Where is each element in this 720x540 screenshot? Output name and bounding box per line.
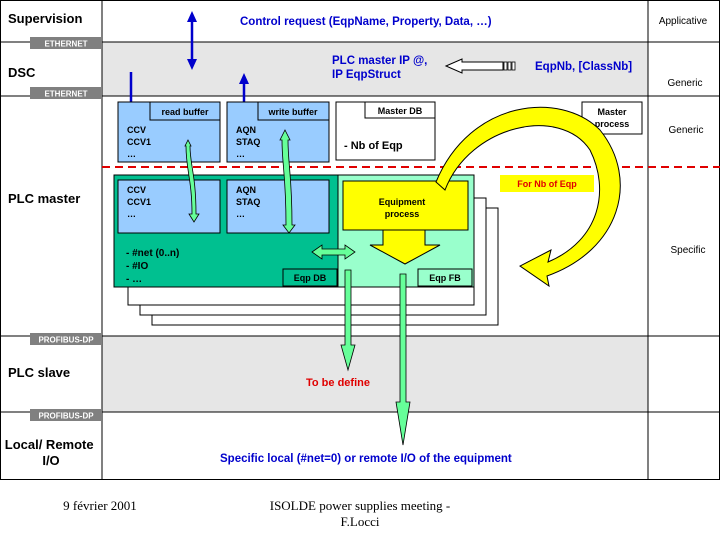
eqpnb-arrow [444,58,516,74]
band-plc-slave [102,336,648,412]
plc-master-ip-text: PLC master IP @, [332,55,427,67]
svg-text:read buffer: read buffer [161,107,209,117]
eqp-write-buffer: AQN STAQ … [226,179,330,234]
bus-profibus-bottom: PROFIBUS-DP [30,409,102,421]
svg-text:- #net (0..n): - #net (0..n) [126,248,179,259]
svg-text:Equipment: Equipment [379,197,426,207]
svg-text:For Nb of Eqp: For Nb of Eqp [517,179,577,189]
layer-plc-master: PLC master [8,191,80,206]
svg-text:- …: - … [126,274,142,285]
bus-ethernet-bottom: ETHERNET [30,87,102,99]
bus-profibus-top: PROFIBUS-DP [30,333,102,345]
control-request-text: Control request (EqpName, Property, Data… [240,16,492,28]
svg-text:process: process [385,209,420,219]
svg-text:AQN: AQN [236,125,256,135]
svg-text:process: process [595,119,630,129]
layer-local-remote-text-line2: I/O [42,453,59,468]
svg-text:STAQ: STAQ [236,197,260,207]
layer-plc-slave: PLC slave [8,365,70,380]
right-label-applicative: Applicative [659,16,708,27]
footer-meeting-line1: ISOLDE power supplies meeting - [269,498,451,513]
ip-eqpstruct-text: IP EqpStruct [332,69,401,81]
svg-text:PROFIBUS-DP: PROFIBUS-DP [38,412,94,421]
svg-text:write buffer: write buffer [267,107,318,117]
write-buffer: write buffer AQN STAQ … [226,101,330,163]
svg-text:Eqp FB: Eqp FB [429,273,461,283]
svg-text:Master DB: Master DB [378,106,423,116]
svg-text:…: … [236,209,245,219]
svg-text:ETHERNET: ETHERNET [44,40,87,49]
svg-text:…: … [127,209,136,219]
equipment-process: Equipment process [342,180,469,265]
svg-text:- Nb of Eqp: - Nb of Eqp [344,140,403,152]
svg-text:…: … [127,149,136,159]
footer-meeting-line2: F.Locci [340,514,380,529]
svg-text:CCV1: CCV1 [127,137,151,147]
svg-text:CCV1: CCV1 [127,197,151,207]
svg-text:Eqp DB: Eqp DB [294,273,327,283]
to-be-define-text: To be define [306,377,370,389]
loop-arrow [435,106,621,288]
svg-text:Master: Master [597,107,627,117]
svg-text:…: … [236,149,245,159]
svg-text:- #IO: - #IO [126,261,148,272]
db-fb-double-arrow [311,244,356,260]
svg-text:CCV: CCV [127,185,146,195]
write-buffer-link-arrow [279,129,296,234]
specific-local-io-text: Specific local (#net=0) or remote I/O of… [220,453,512,465]
layer-supervision: Supervision [8,11,82,26]
svg-text:AQN: AQN [236,185,256,195]
right-label-generic-dsc: Generic [667,78,702,89]
read-buffer-link-arrow [184,139,200,223]
layer-local-remote: Local/ Remote I/O [5,437,97,468]
footer-meeting: ISOLDE power supplies meeting - F.Locci [230,498,490,530]
svg-text:STAQ: STAQ [236,137,260,147]
svg-text:PROFIBUS-DP: PROFIBUS-DP [38,336,94,345]
to-be-define-arrow [340,269,356,372]
eqpnb-text: EqpNb, [ClassNb] [535,61,632,73]
svg-text:CCV: CCV [127,125,146,135]
read-buffer: read buffer CCV CCV1 … [117,101,221,163]
right-label-specific: Specific [670,245,705,256]
master-db: Master DB - Nb of Eqp [335,101,436,161]
grid-lines [0,0,720,480]
right-label-generic-master: Generic [668,125,703,136]
layer-dsc: DSC [8,65,36,80]
eqp-read-buffer: CCV CCV1 … [117,179,221,234]
for-nb-of-eqp: For Nb of Eqp [500,175,594,192]
local-io-arrow [395,273,411,446]
footer-date: 9 février 2001 [63,498,137,513]
layer-local-remote-text: Local/ Remote [5,437,94,452]
svg-text:ETHERNET: ETHERNET [44,90,87,99]
bus-ethernet-top: ETHERNET [30,37,102,49]
